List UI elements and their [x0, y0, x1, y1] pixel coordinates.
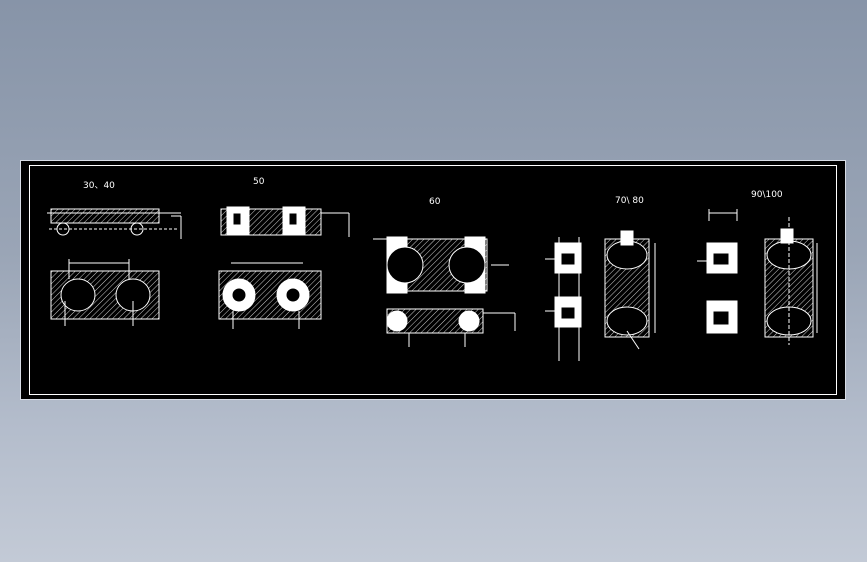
group-label-30-40: 30、40 — [83, 181, 115, 191]
group-label-70-80: 70\ 80 — [615, 196, 644, 206]
group-label-90-100: 90\100 — [751, 190, 783, 200]
chain-link-group-30-40: 30、40 — [47, 181, 182, 326]
side-view-60 — [386, 308, 516, 347]
side-view-70-80 — [545, 237, 582, 361]
cad-drawing-canvas: 30、40 50 — [47, 177, 818, 361]
drawing-inner-border — [29, 165, 837, 395]
chain-link-group-90-100: 90\100 — [697, 190, 818, 345]
group-label-50: 50 — [253, 177, 265, 187]
top-view-60 — [373, 236, 509, 294]
chain-link-group-70-80: 70\ 80 — [545, 196, 656, 361]
top-view-30-40 — [50, 259, 160, 326]
side-view-30-40 — [47, 208, 182, 239]
top-view-70-80 — [604, 230, 656, 350]
side-view-50 — [220, 206, 350, 237]
group-label-60: 60 — [429, 197, 441, 207]
cad-drawing-frame: 30、40 50 — [20, 160, 846, 400]
top-view-90-100 — [764, 217, 818, 345]
chain-link-group-50: 50 — [218, 177, 350, 329]
side-view-90-100 — [697, 209, 738, 334]
top-view-50 — [218, 262, 322, 329]
chain-link-group-60: 60 — [373, 197, 516, 347]
